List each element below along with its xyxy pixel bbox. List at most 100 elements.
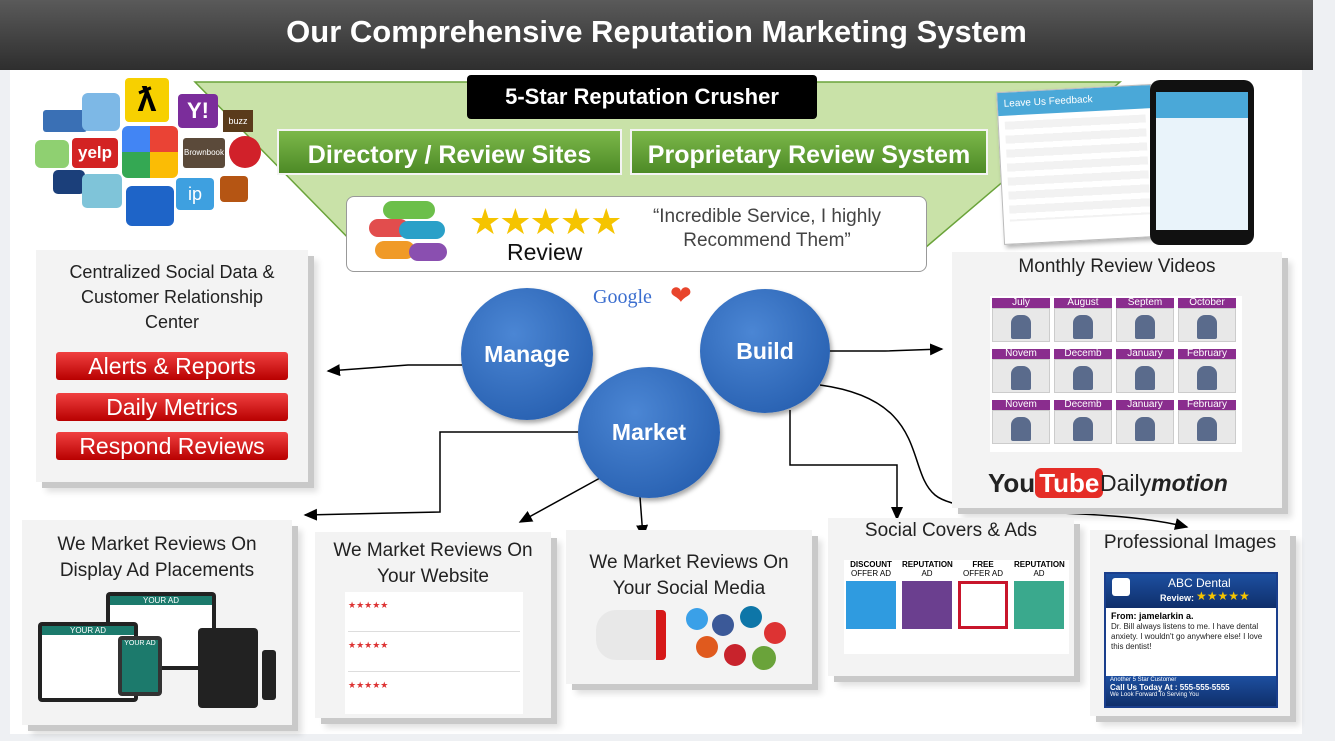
reputation-ad-2: REPUTATION AD xyxy=(1014,560,1065,654)
social-media-title: We Market Reviews On Your Social Media xyxy=(589,552,789,599)
review-from: From: jamelarkin a. xyxy=(1111,611,1194,621)
your-ad-banner: YOUR AD xyxy=(122,640,158,692)
your-ad-banner: YOUR AD xyxy=(42,626,134,635)
buzz-icon: buzz xyxy=(223,110,253,132)
review-stars: ★★★★★ xyxy=(348,680,389,690)
review-stars: ★★★★★ xyxy=(348,640,389,650)
video-thumbnail[interactable] xyxy=(1054,308,1112,342)
business-logo-icon xyxy=(1112,578,1130,596)
respond-reviews-button[interactable]: Respond Reviews xyxy=(56,432,288,460)
google-icon xyxy=(122,126,178,178)
video-month-label: Decemb xyxy=(1054,400,1112,410)
dailymotion-logo: Dailymotion xyxy=(1100,470,1228,497)
ad-label-top: FREE xyxy=(972,560,994,569)
alerts-reports-button[interactable]: Alerts & Reports xyxy=(56,352,288,380)
ad-label-bottom: OFFER AD xyxy=(962,569,1003,578)
video-month-label: Decemb xyxy=(1054,349,1112,359)
video-thumbnail[interactable] xyxy=(1054,410,1112,444)
monthly-videos-title: Monthly Review Videos xyxy=(1018,256,1216,277)
video-month-label: Novem xyxy=(992,400,1050,410)
card-review-label: Review: xyxy=(1160,593,1195,603)
crm-panel-title: Centralized Social Data & Customer Relat… xyxy=(69,262,275,332)
manage-circle: Manage xyxy=(461,288,593,420)
devices-image: YOUR AD YOUR AD YOUR AD xyxy=(38,592,276,712)
video-thumbnail[interactable] xyxy=(992,359,1050,393)
business-name: ABC Dental xyxy=(1168,576,1231,590)
display-ads-panel: We Market Reviews On Display Ad Placemen… xyxy=(22,520,292,725)
video-month-label: August xyxy=(1054,298,1112,308)
video-thumbnail[interactable] xyxy=(1116,359,1174,393)
speech-bubbles-icon xyxy=(369,201,447,267)
daily-metrics-button[interactable]: Daily Metrics xyxy=(56,393,288,421)
social-icons-cluster xyxy=(676,606,796,672)
professional-images-title: Professional Images xyxy=(1103,532,1277,553)
crusher-label: 5-Star Reputation Crusher xyxy=(467,75,817,119)
video-thumbnail[interactable] xyxy=(992,410,1050,444)
kudzu-icon xyxy=(82,174,122,208)
video-month-label: January xyxy=(1116,349,1174,359)
mole-icon xyxy=(229,136,261,168)
review-quote: “Incredible Service, I highly Recommend … xyxy=(652,206,882,251)
yahoo-icon: Y! xyxy=(178,94,218,128)
page-title: Our Comprehensive Reputation Marketing S… xyxy=(0,0,1313,70)
review-body: Dr. Bill always listens to me. I have de… xyxy=(1111,622,1263,651)
seal-icon xyxy=(220,176,248,202)
video-month-label: October xyxy=(1178,298,1236,308)
ip-icon: ip xyxy=(176,178,214,210)
refresh-icon xyxy=(82,93,120,131)
youtube-you: You xyxy=(988,468,1036,498)
card-stars: ★★★★★ xyxy=(1196,589,1250,603)
video-thumbnail[interactable] xyxy=(992,308,1050,342)
review-site-logos: ƛ Y! buzz yelp Brownbook ip xyxy=(30,78,262,226)
reputation-ad: REPUTATION AD xyxy=(902,560,953,654)
directory-review-sites-label: Directory / Review Sites xyxy=(277,129,622,175)
social-media-panel: We Market Reviews On Your Social Media xyxy=(566,530,812,684)
video-thumbnail[interactable] xyxy=(1178,308,1236,342)
video-thumbnail[interactable] xyxy=(1178,359,1236,393)
build-circle: Build xyxy=(700,289,830,413)
loop-icon xyxy=(53,170,85,194)
website-reviews-title: We Market Reviews On Your Website xyxy=(333,540,533,587)
google-logo: Google xyxy=(593,286,652,308)
ad-label-top: DISCOUNT xyxy=(850,560,892,569)
video-thumbnail[interactable] xyxy=(1054,359,1112,393)
ad-label-bottom: AD xyxy=(921,569,933,578)
review-stars: ★★★★★ xyxy=(348,600,389,610)
video-month-label: January xyxy=(1116,400,1174,410)
heart-icon: ❤ xyxy=(670,280,692,310)
ad-label-top: REPUTATION xyxy=(1014,560,1065,569)
free-offer-ad: FREE OFFER AD xyxy=(958,560,1008,654)
social-covers-title: Social Covers & Ads xyxy=(864,520,1038,541)
card-forward-line: We Look Forward To Serving You xyxy=(1110,692,1199,698)
video-thumbnail[interactable] xyxy=(1178,410,1236,444)
video-thumbnail[interactable] xyxy=(1116,410,1174,444)
megaphone-icon xyxy=(596,610,666,660)
card-call-line: Call Us Today At : 555-555-5555 xyxy=(1110,683,1230,692)
review-box: ★★★★★ Review “Incredible Service, I high… xyxy=(346,196,927,272)
b-icon xyxy=(126,186,174,226)
market-circle: Market xyxy=(578,367,720,498)
tablet-feedback-image xyxy=(1150,80,1254,245)
video-month-label: July xyxy=(992,298,1050,308)
yelp-logo: yelp xyxy=(72,138,118,168)
video-month-label: February xyxy=(1178,349,1236,359)
video-month-label: Novem xyxy=(992,349,1050,359)
ad-samples: DISCOUNT OFFER AD REPUTATION AD FREE OFF… xyxy=(844,560,1069,654)
ad-label-top: REPUTATION xyxy=(902,560,953,569)
video-month-label: February xyxy=(1178,400,1236,410)
five-star-rating: ★★★★★ xyxy=(469,201,622,242)
frog-icon xyxy=(35,140,69,168)
feedback-form-image: Leave Us Feedback xyxy=(996,84,1159,245)
ad-label-bottom: AD xyxy=(1033,569,1045,578)
video-thumbnail[interactable] xyxy=(1116,308,1174,342)
video-grid: July August Septem October Novem Decemb … xyxy=(990,296,1242,452)
card-customer-line: Another 5 Star Customer xyxy=(1110,677,1177,683)
proprietary-review-system-label: Proprietary Review System xyxy=(630,129,988,175)
logo-tile-icon xyxy=(43,110,87,132)
website-reviews-panel: We Market Reviews On Your Website ★★★★★ … xyxy=(315,532,551,718)
brownbook-icon: Brownbook xyxy=(183,138,225,168)
dental-review-card: ABC Dental Review: ★★★★★ From: jamelarki… xyxy=(1104,572,1278,708)
yellow-pages-icon: ƛ xyxy=(125,78,169,122)
website-review-list: ★★★★★ ★★★★★ ★★★★★ xyxy=(345,592,523,714)
